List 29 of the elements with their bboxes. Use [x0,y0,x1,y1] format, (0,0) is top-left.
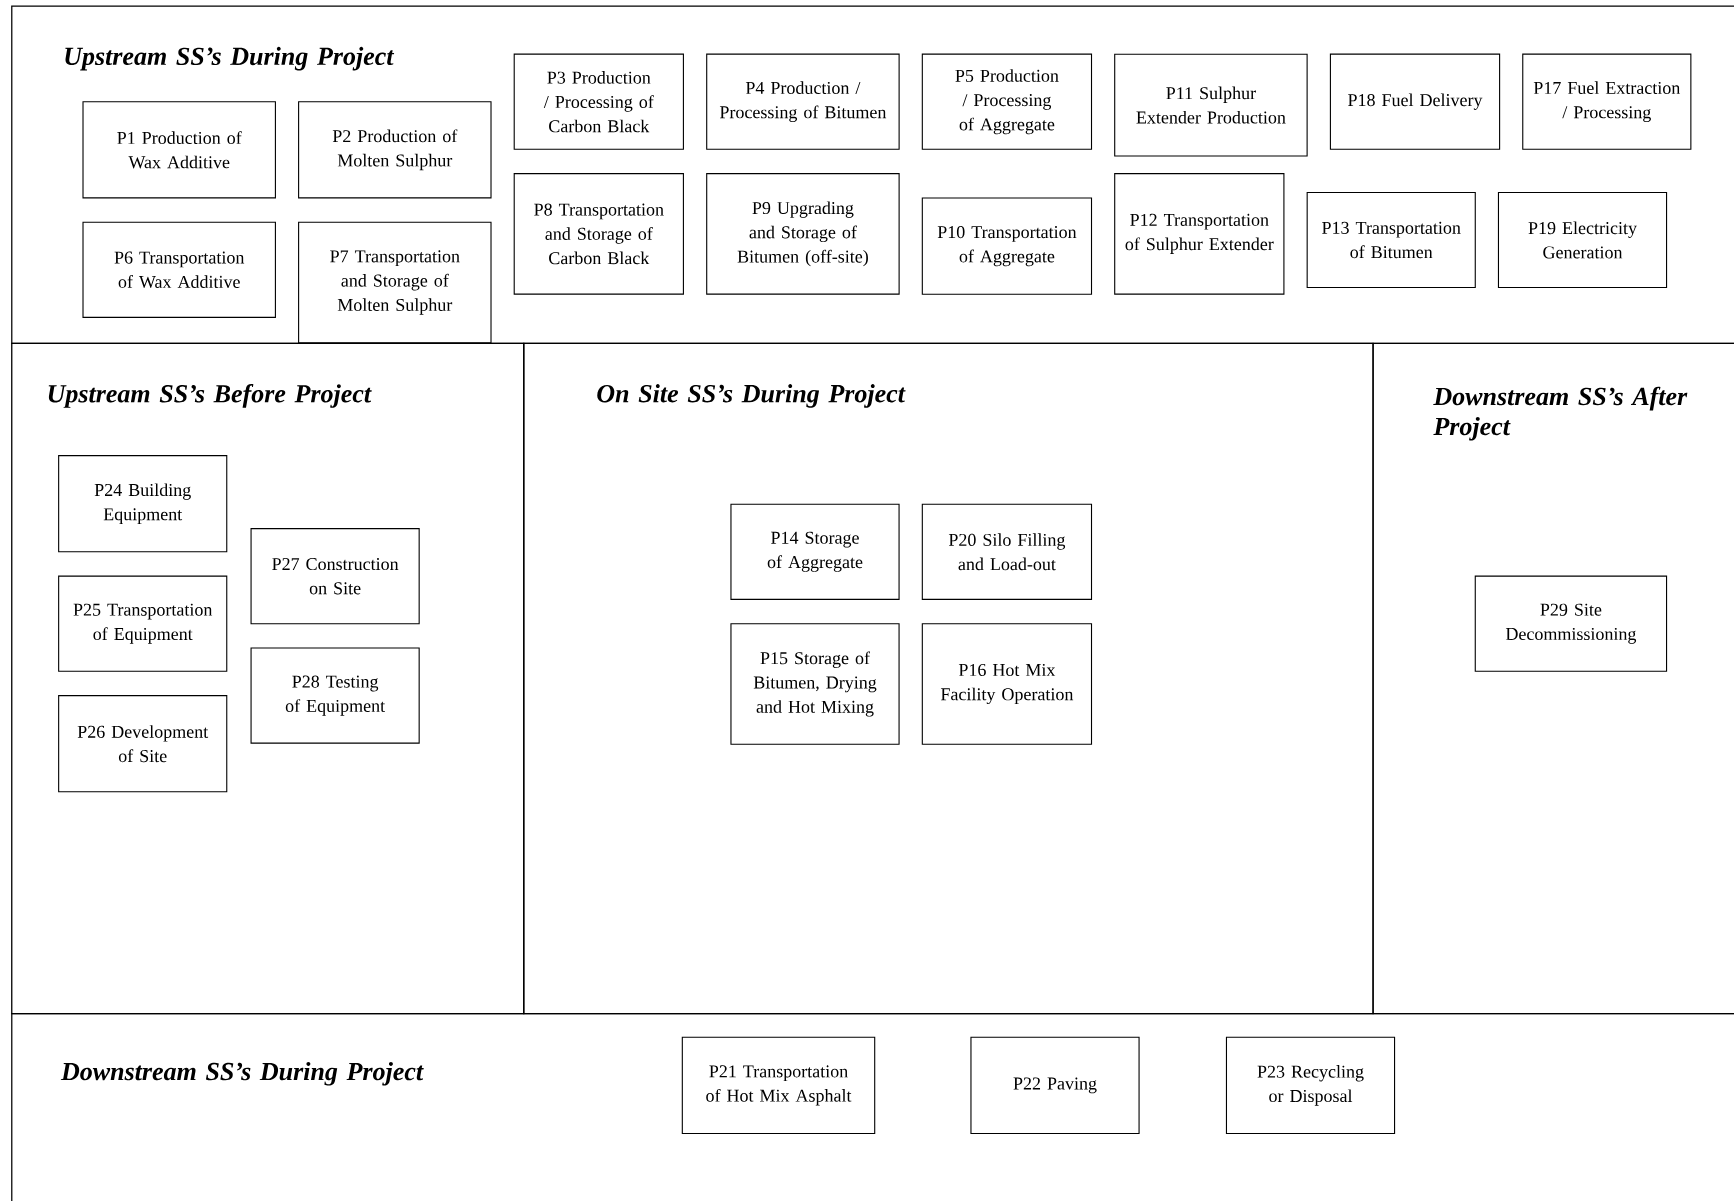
process-box: P7 Transportation and Storage of Molten Sulphur [298,221,492,344]
process-box: P22 Paving [970,1036,1140,1135]
process-box: P21 Transportation of Hot Mix Asphalt [681,1036,876,1135]
process-box: P19 Electricity Generation [1497,191,1668,289]
process-box: P12 Transportation of Sulphur Extender [1114,173,1285,295]
process-box: P11 Sulphur Extender Production [1114,53,1308,157]
process-box: P13 Transportation of Bitumen [1306,191,1476,289]
process-box: P25 Transportation of Equipment [58,575,228,672]
process-box: P6 Transportation of Wax Additive [82,221,276,318]
process-box: P17 Fuel Extraction / Processing [1522,53,1692,150]
process-box: P29 Site Decommissioning [1474,575,1668,672]
process-box: P16 Hot Mix Facility Operation [921,623,1093,745]
process-box: P1 Production of Wax Additive [82,101,276,199]
process-box: P18 Fuel Delivery [1329,53,1501,150]
process-box: P15 Storage of Bitumen, Drying and Hot Mixing [730,623,900,745]
process-box: P24 Building Equipment [58,455,228,553]
process-box: P20 Silo Filling and Load-out [921,503,1093,600]
process-box: P28 Testing of Equipment [250,647,420,744]
process-box: P5 Production / Processing of Aggregate [921,53,1093,150]
process-box: P10 Transportation of Aggregate [921,197,1093,295]
process-box: P8 Transportation and Storage of Carbon Black [513,173,684,295]
process-box: P23 Recycling or Disposal [1225,1036,1396,1135]
process-box: P4 Production / Processing of Bitumen [706,53,900,150]
process-box: P27 Construction on Site [250,528,420,625]
process-box: P9 Upgrading and Storage of Bitumen (off-site) [706,173,900,295]
process-box: P3 Production / Processing of Carbon Black [513,53,684,150]
process-box: P26 Development of Site [58,695,228,793]
process-box: P2 Production of Molten Sulphur [298,101,492,199]
process-box: P14 Storage of Aggregate [730,503,900,600]
